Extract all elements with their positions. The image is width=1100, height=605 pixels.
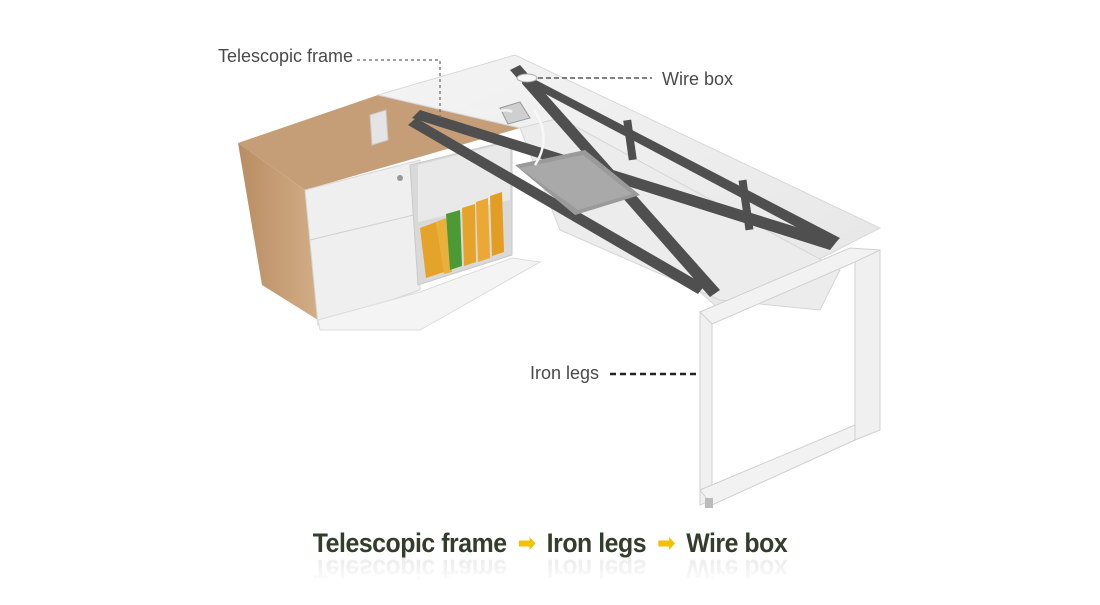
- caption-reflection-step2: Iron legs: [546, 554, 647, 584]
- caption-reflection: Telescopic frame ➡ Iron legs ➡ Wire box: [44, 553, 1056, 584]
- cabinet-base: [317, 257, 542, 331]
- drawer-lock: [397, 175, 403, 181]
- arrow-right-icon: ➡: [657, 530, 676, 557]
- caption-reflection-step3: Wire box: [686, 554, 788, 584]
- caption-step-iron-legs: Iron legs: [546, 528, 647, 558]
- cabinet-front: [304, 159, 421, 326]
- support-block: [369, 109, 389, 146]
- phone: [499, 101, 531, 125]
- drawer-divider: [309, 213, 419, 241]
- installation-caption: Telescopic frame ➡ Iron legs ➡ Wire box …: [0, 528, 1100, 584]
- binder-folders: [420, 192, 504, 278]
- caption-step-wire-box: Wire box: [686, 528, 788, 558]
- arrow-right-icon: ➡: [517, 530, 536, 557]
- caption-reflection-step1: Telescopic frame: [312, 554, 507, 584]
- charging-cable: [465, 80, 523, 115]
- callout-telescopic-frame: Telescopic frame: [218, 46, 354, 66]
- cabinet-side: [238, 143, 318, 320]
- callout-wire-box: Wire box: [662, 69, 734, 89]
- wire-box: [516, 73, 538, 83]
- telescopic-leader: [357, 59, 441, 120]
- caption-step-telescopic-frame: Telescopic frame: [312, 528, 507, 558]
- iron-leg: [699, 247, 881, 508]
- caption-row: Telescopic frame ➡ Iron legs ➡ Wire box: [44, 528, 1056, 559]
- callout-iron-legs: Iron legs: [530, 363, 600, 383]
